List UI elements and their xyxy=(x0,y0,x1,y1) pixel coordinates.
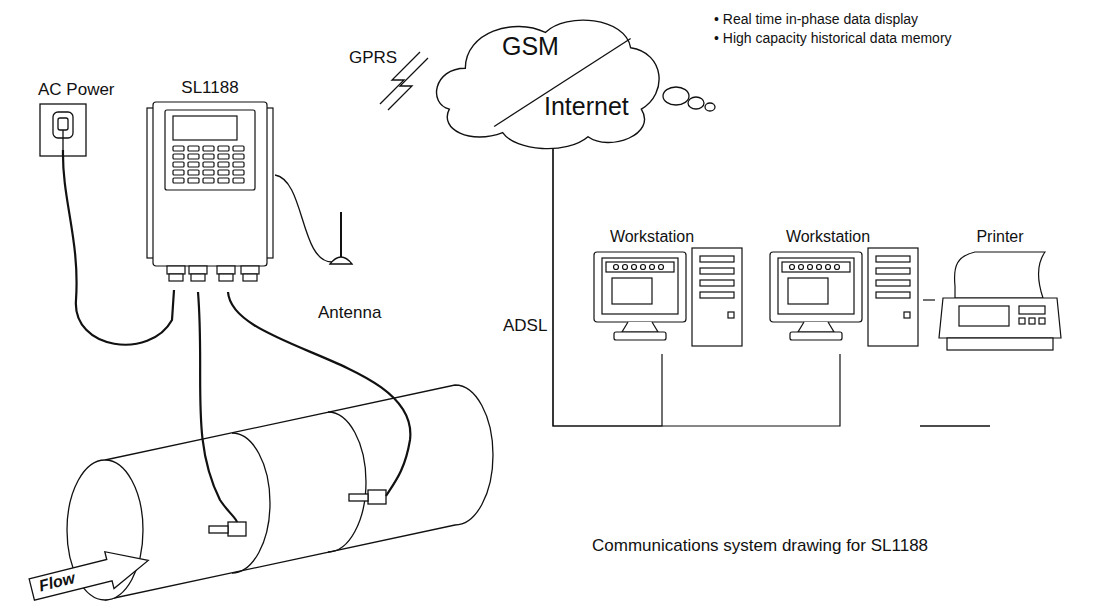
feature-note: • High capacity historical data memory xyxy=(714,30,952,46)
printer: Printer xyxy=(935,226,1065,354)
power-label: AC Power xyxy=(38,80,115,99)
transducer-cable xyxy=(228,292,410,496)
network-link xyxy=(553,142,840,426)
node-shape xyxy=(592,226,747,354)
device-name: Workstation xyxy=(610,228,694,245)
node-shape xyxy=(768,226,923,354)
network-bus xyxy=(920,425,990,426)
bubble xyxy=(663,87,689,105)
network-link xyxy=(923,300,935,301)
device-name: Printer xyxy=(976,228,1023,245)
feature-note: • Real time in-phase data display xyxy=(714,11,918,27)
workstation: Workstation xyxy=(592,226,747,354)
power-socket xyxy=(40,104,86,156)
device-name: SL1188 xyxy=(181,78,238,97)
antenna xyxy=(340,212,342,258)
node-shape xyxy=(935,226,1065,354)
link-label: ADSL xyxy=(503,316,547,335)
flow-meter: SL1188 xyxy=(145,78,275,293)
link-label: GPRS xyxy=(349,48,397,67)
network-name: GSM xyxy=(502,32,559,60)
node-shape xyxy=(145,78,275,293)
antenna-wire xyxy=(275,175,332,262)
transducer xyxy=(209,490,386,536)
workstation: Workstation xyxy=(768,226,923,354)
network-cloud: GSM Internet xyxy=(428,12,668,150)
network-name: Internet xyxy=(544,92,629,120)
transducer-cable xyxy=(198,292,237,522)
caption: Communications system drawing for SL1188 xyxy=(592,536,928,555)
device-name: Workstation xyxy=(786,228,870,245)
antenna-label: Antenna xyxy=(318,303,381,322)
